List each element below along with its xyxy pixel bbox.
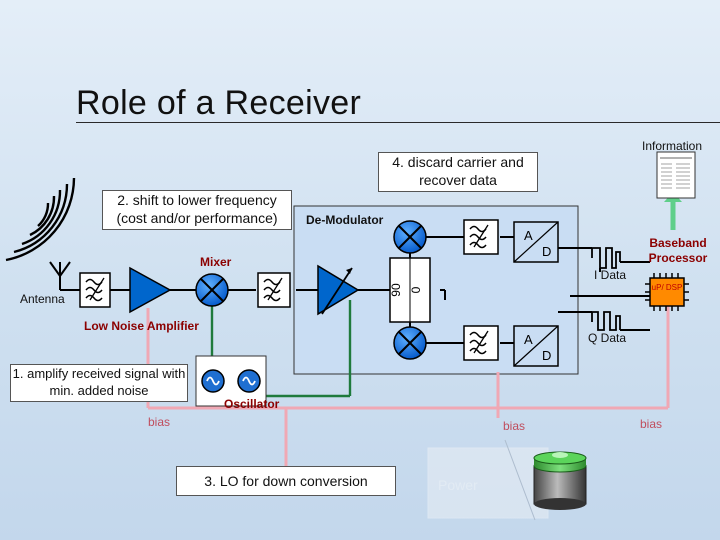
lna-triangle-icon bbox=[129, 266, 172, 314]
oscillator-icon bbox=[195, 355, 267, 407]
adc-q-d: D bbox=[542, 348, 551, 363]
phase-90-label: 90 bbox=[389, 283, 403, 297]
slide-title: Role of a Receiver bbox=[76, 84, 362, 122]
baseband-label: Baseband Processor bbox=[648, 236, 708, 265]
mixer-label: Mixer bbox=[200, 255, 232, 269]
vga-icon bbox=[317, 264, 360, 316]
antenna-label: Antenna bbox=[20, 292, 65, 306]
square-wave-icon bbox=[591, 311, 621, 331]
filter-icon bbox=[463, 325, 499, 361]
mixer-icon bbox=[393, 322, 427, 360]
adc-icon: A D bbox=[513, 221, 559, 263]
mixer-icon bbox=[393, 220, 427, 254]
power-decoration: Power bbox=[427, 439, 549, 521]
filter-icon bbox=[463, 219, 499, 255]
filter-icon bbox=[79, 272, 111, 308]
callout-shift-frequency: 2. shift to lower frequency (cost and/or… bbox=[102, 190, 292, 230]
bias-label-baseband: bias bbox=[640, 417, 662, 431]
q-data-label: Q Data bbox=[588, 331, 626, 345]
document-icon bbox=[656, 151, 696, 199]
wave-arcs-icon bbox=[5, 177, 76, 262]
title-underline bbox=[76, 122, 720, 123]
battery-icon bbox=[533, 451, 587, 510]
demodulator-label: De-Modulator bbox=[306, 213, 384, 227]
bias-label-demod: bias bbox=[503, 419, 525, 433]
phase-splitter-icon: 90 0 bbox=[389, 257, 431, 323]
callout-amplify: 1. amplify received signal with min. add… bbox=[10, 364, 188, 402]
i-data-label: I Data bbox=[594, 268, 626, 282]
square-wave-icon bbox=[591, 247, 621, 269]
chip-icon: uP/ DSP bbox=[645, 273, 689, 311]
callout-discard-carrier: 4. discard carrier and recover data bbox=[378, 152, 538, 192]
adc-i-a: A bbox=[524, 228, 533, 243]
lna-label: Low Noise Amplifier bbox=[84, 319, 199, 333]
adc-icon: A D bbox=[513, 325, 559, 367]
lo-line bbox=[210, 300, 352, 398]
antenna-icon bbox=[49, 261, 80, 291]
adc-i-d: D bbox=[542, 244, 551, 259]
signal-path bbox=[80, 236, 650, 344]
callout-lo-downconversion: 3. LO for down conversion bbox=[176, 466, 396, 496]
mixer-icon bbox=[195, 273, 229, 307]
oscillator-label: Oscillator bbox=[224, 397, 280, 411]
adc-q-a: A bbox=[524, 332, 533, 347]
filter-icon bbox=[257, 272, 291, 308]
chip-label: uP/ DSP bbox=[652, 283, 683, 292]
power-faint-text: Power bbox=[438, 477, 478, 493]
phase-0-label: 0 bbox=[409, 286, 423, 293]
bias-label-lna: bias bbox=[148, 415, 170, 429]
information-label: Information bbox=[642, 139, 702, 153]
